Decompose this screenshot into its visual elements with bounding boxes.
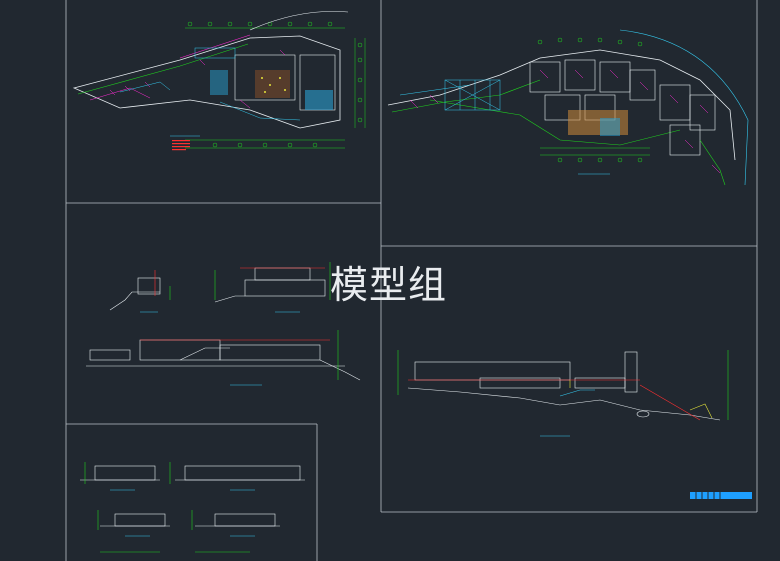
section-large-right[interactable]: [397, 350, 729, 437]
sheet-frames: [65, 0, 758, 561]
section-small-left[interactable]: [109, 270, 171, 313]
section-long[interactable]: [86, 330, 361, 386]
elevation-4[interactable]: [191, 510, 280, 537]
section-mid[interactable]: [214, 262, 331, 313]
watermark-text: 模型组: [330, 263, 448, 307]
floor-plan-upper-right[interactable]: [387, 29, 749, 186]
elevation-3[interactable]: [97, 510, 170, 537]
scale-bar: [690, 492, 752, 499]
elevation-1[interactable]: [80, 462, 160, 491]
floor-plan-upper-left[interactable]: [72, 11, 366, 151]
elevation-2[interactable]: [169, 462, 305, 491]
